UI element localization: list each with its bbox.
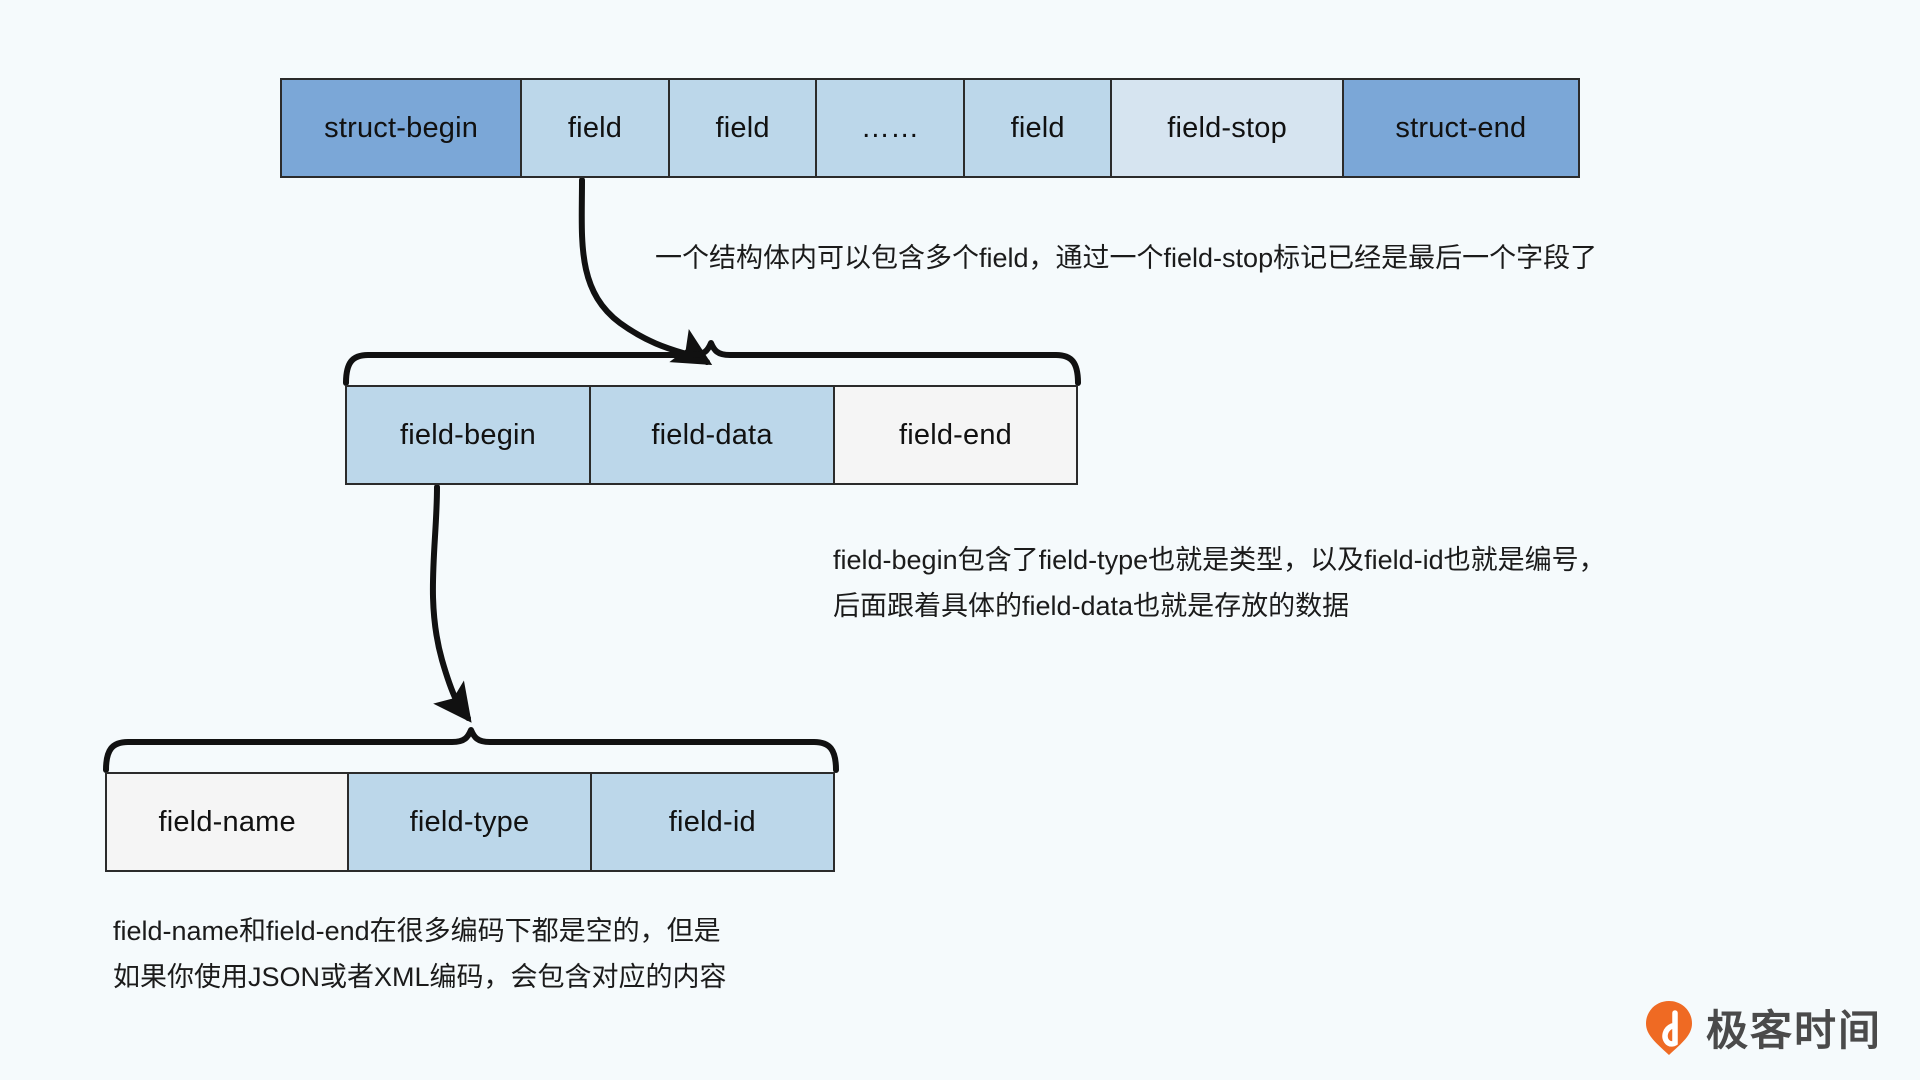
cell-label: …… bbox=[860, 111, 920, 144]
annotation-field: field-begin包含了field-type也就是类型，以及field-id… bbox=[833, 545, 1606, 621]
cell-field-type[interactable]: field-type bbox=[349, 774, 592, 870]
cell-label: field bbox=[567, 111, 623, 144]
cell-struct-begin[interactable]: struct-begin bbox=[282, 80, 523, 176]
cell-label: field-name bbox=[158, 805, 296, 838]
annotation-struct: 一个结构体内可以包含多个field，通过一个field-stop标记已经是最后一… bbox=[655, 243, 1598, 273]
cell-label: field-end bbox=[898, 418, 1013, 451]
cell-field-name[interactable]: field-name bbox=[107, 774, 350, 870]
geek-time-pin-icon bbox=[1645, 1000, 1692, 1055]
cell-field-data[interactable]: field-data bbox=[591, 387, 835, 483]
brace-field-begin-parts bbox=[103, 727, 839, 773]
annotation-field-begin: field-name和field-end在很多编码下都是空的，但是 如果你使用J… bbox=[113, 916, 727, 992]
cell-label: field-stop bbox=[1167, 111, 1287, 144]
cell-field-ellipsis[interactable]: …… bbox=[817, 80, 965, 176]
cell-field-2[interactable]: field bbox=[669, 80, 818, 176]
watermark: 极客时间 bbox=[1644, 997, 1882, 1058]
brace-field-layout bbox=[343, 340, 1081, 386]
cell-field-1[interactable]: field bbox=[522, 80, 670, 176]
field-begin-parts-row: field-name field-type field-id bbox=[105, 772, 835, 872]
cell-label: field-data bbox=[651, 418, 773, 451]
cell-field-3[interactable]: field bbox=[964, 80, 1113, 176]
arrow-field-begin-to-parts bbox=[429, 484, 472, 723]
cell-label: field-begin bbox=[399, 418, 536, 451]
watermark-text: 极客时间 bbox=[1705, 1007, 1882, 1054]
cell-field-id[interactable]: field-id bbox=[591, 774, 833, 870]
cell-field-stop[interactable]: field-stop bbox=[1112, 80, 1344, 176]
cell-field-begin[interactable]: field-begin bbox=[347, 387, 591, 483]
cell-struct-end[interactable]: struct-end bbox=[1343, 80, 1578, 176]
struct-layout-row: struct-begin field field …… field field-… bbox=[280, 78, 1580, 178]
cell-field-end[interactable]: field-end bbox=[835, 387, 1076, 483]
cell-label: field-type bbox=[409, 805, 530, 838]
cell-label: struct-end bbox=[1395, 111, 1527, 144]
cell-label: field bbox=[1010, 111, 1065, 144]
cell-label: field bbox=[715, 111, 770, 144]
cell-label: field-id bbox=[668, 805, 756, 838]
field-layout-row: field-begin field-data field-end bbox=[345, 385, 1078, 485]
cell-label: struct-begin bbox=[324, 111, 479, 144]
